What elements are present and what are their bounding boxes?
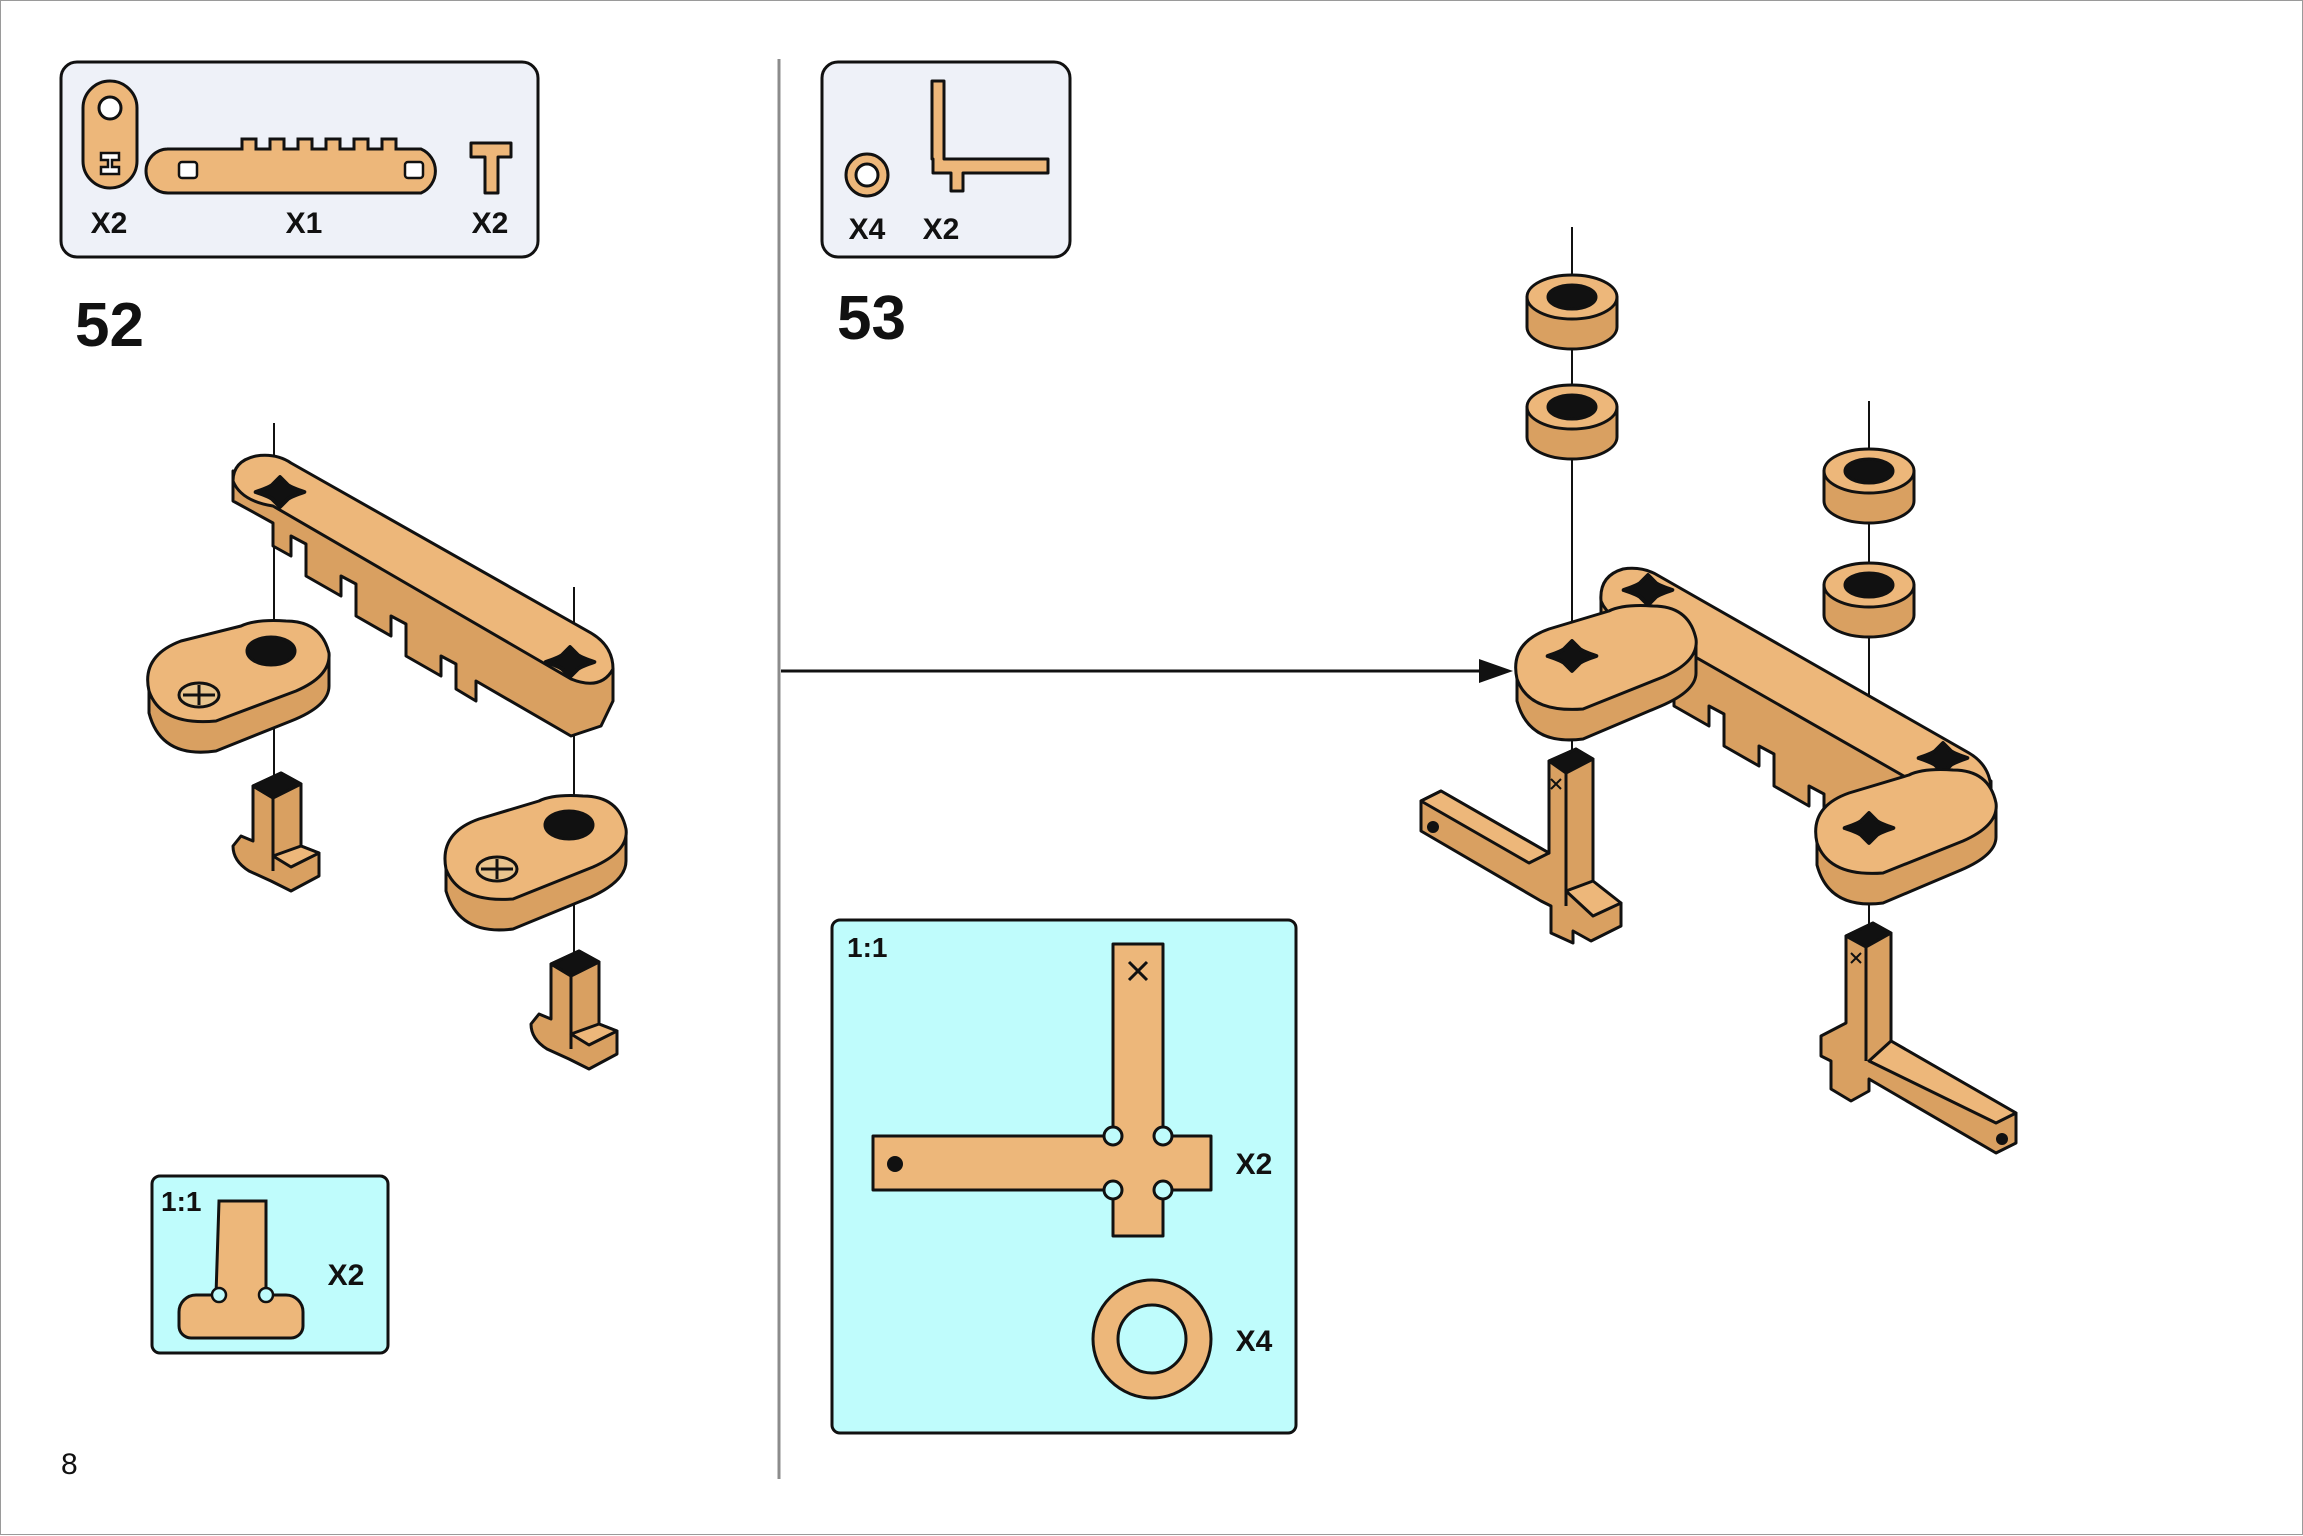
part-count-t-connector: X2: [472, 207, 509, 240]
step52-scale-label: 1:1: [161, 1186, 201, 1217]
step52-parts-box: X2 X1 X2: [59, 60, 540, 259]
step53-scale-count-washer: X4: [1236, 1325, 1273, 1358]
part-count-cross-bracket: X2: [923, 213, 960, 246]
page-number: 8: [61, 1448, 78, 1481]
washer-ring-icon: [844, 152, 890, 198]
t-connector-icon: [469, 141, 513, 195]
step52-number: 52: [75, 291, 144, 360]
cross-bracket-icon: [930, 79, 1050, 193]
step53-number: 53: [837, 284, 906, 353]
washer-full-scale-icon: [1091, 1278, 1213, 1400]
gear-rack-icon: [144, 137, 437, 195]
t-connector-full-scale-icon: [177, 1199, 305, 1340]
step53-scale-count-bracket: X2: [1236, 1148, 1273, 1181]
step53-assembly: [1419, 227, 2018, 1155]
cross-bracket-full-scale-icon: [871, 942, 1213, 1238]
step53-scale-box: 1:1 X2 X4: [830, 918, 1298, 1435]
link-plate-icon: [81, 79, 139, 190]
part-count-washer: X4: [849, 213, 886, 246]
step53-scale-label: 1:1: [847, 932, 887, 963]
step53-parts-box: X4 X2: [820, 60, 1072, 259]
part-count-link-plate: X2: [91, 207, 128, 240]
step52-assembly: [146, 423, 628, 1071]
step52-scale-box: 1:1 X2: [150, 1174, 390, 1355]
assembly-arrow: [781, 659, 1513, 683]
step52-scale-count: X2: [328, 1259, 365, 1292]
part-count-gear-rack: X1: [286, 207, 323, 240]
